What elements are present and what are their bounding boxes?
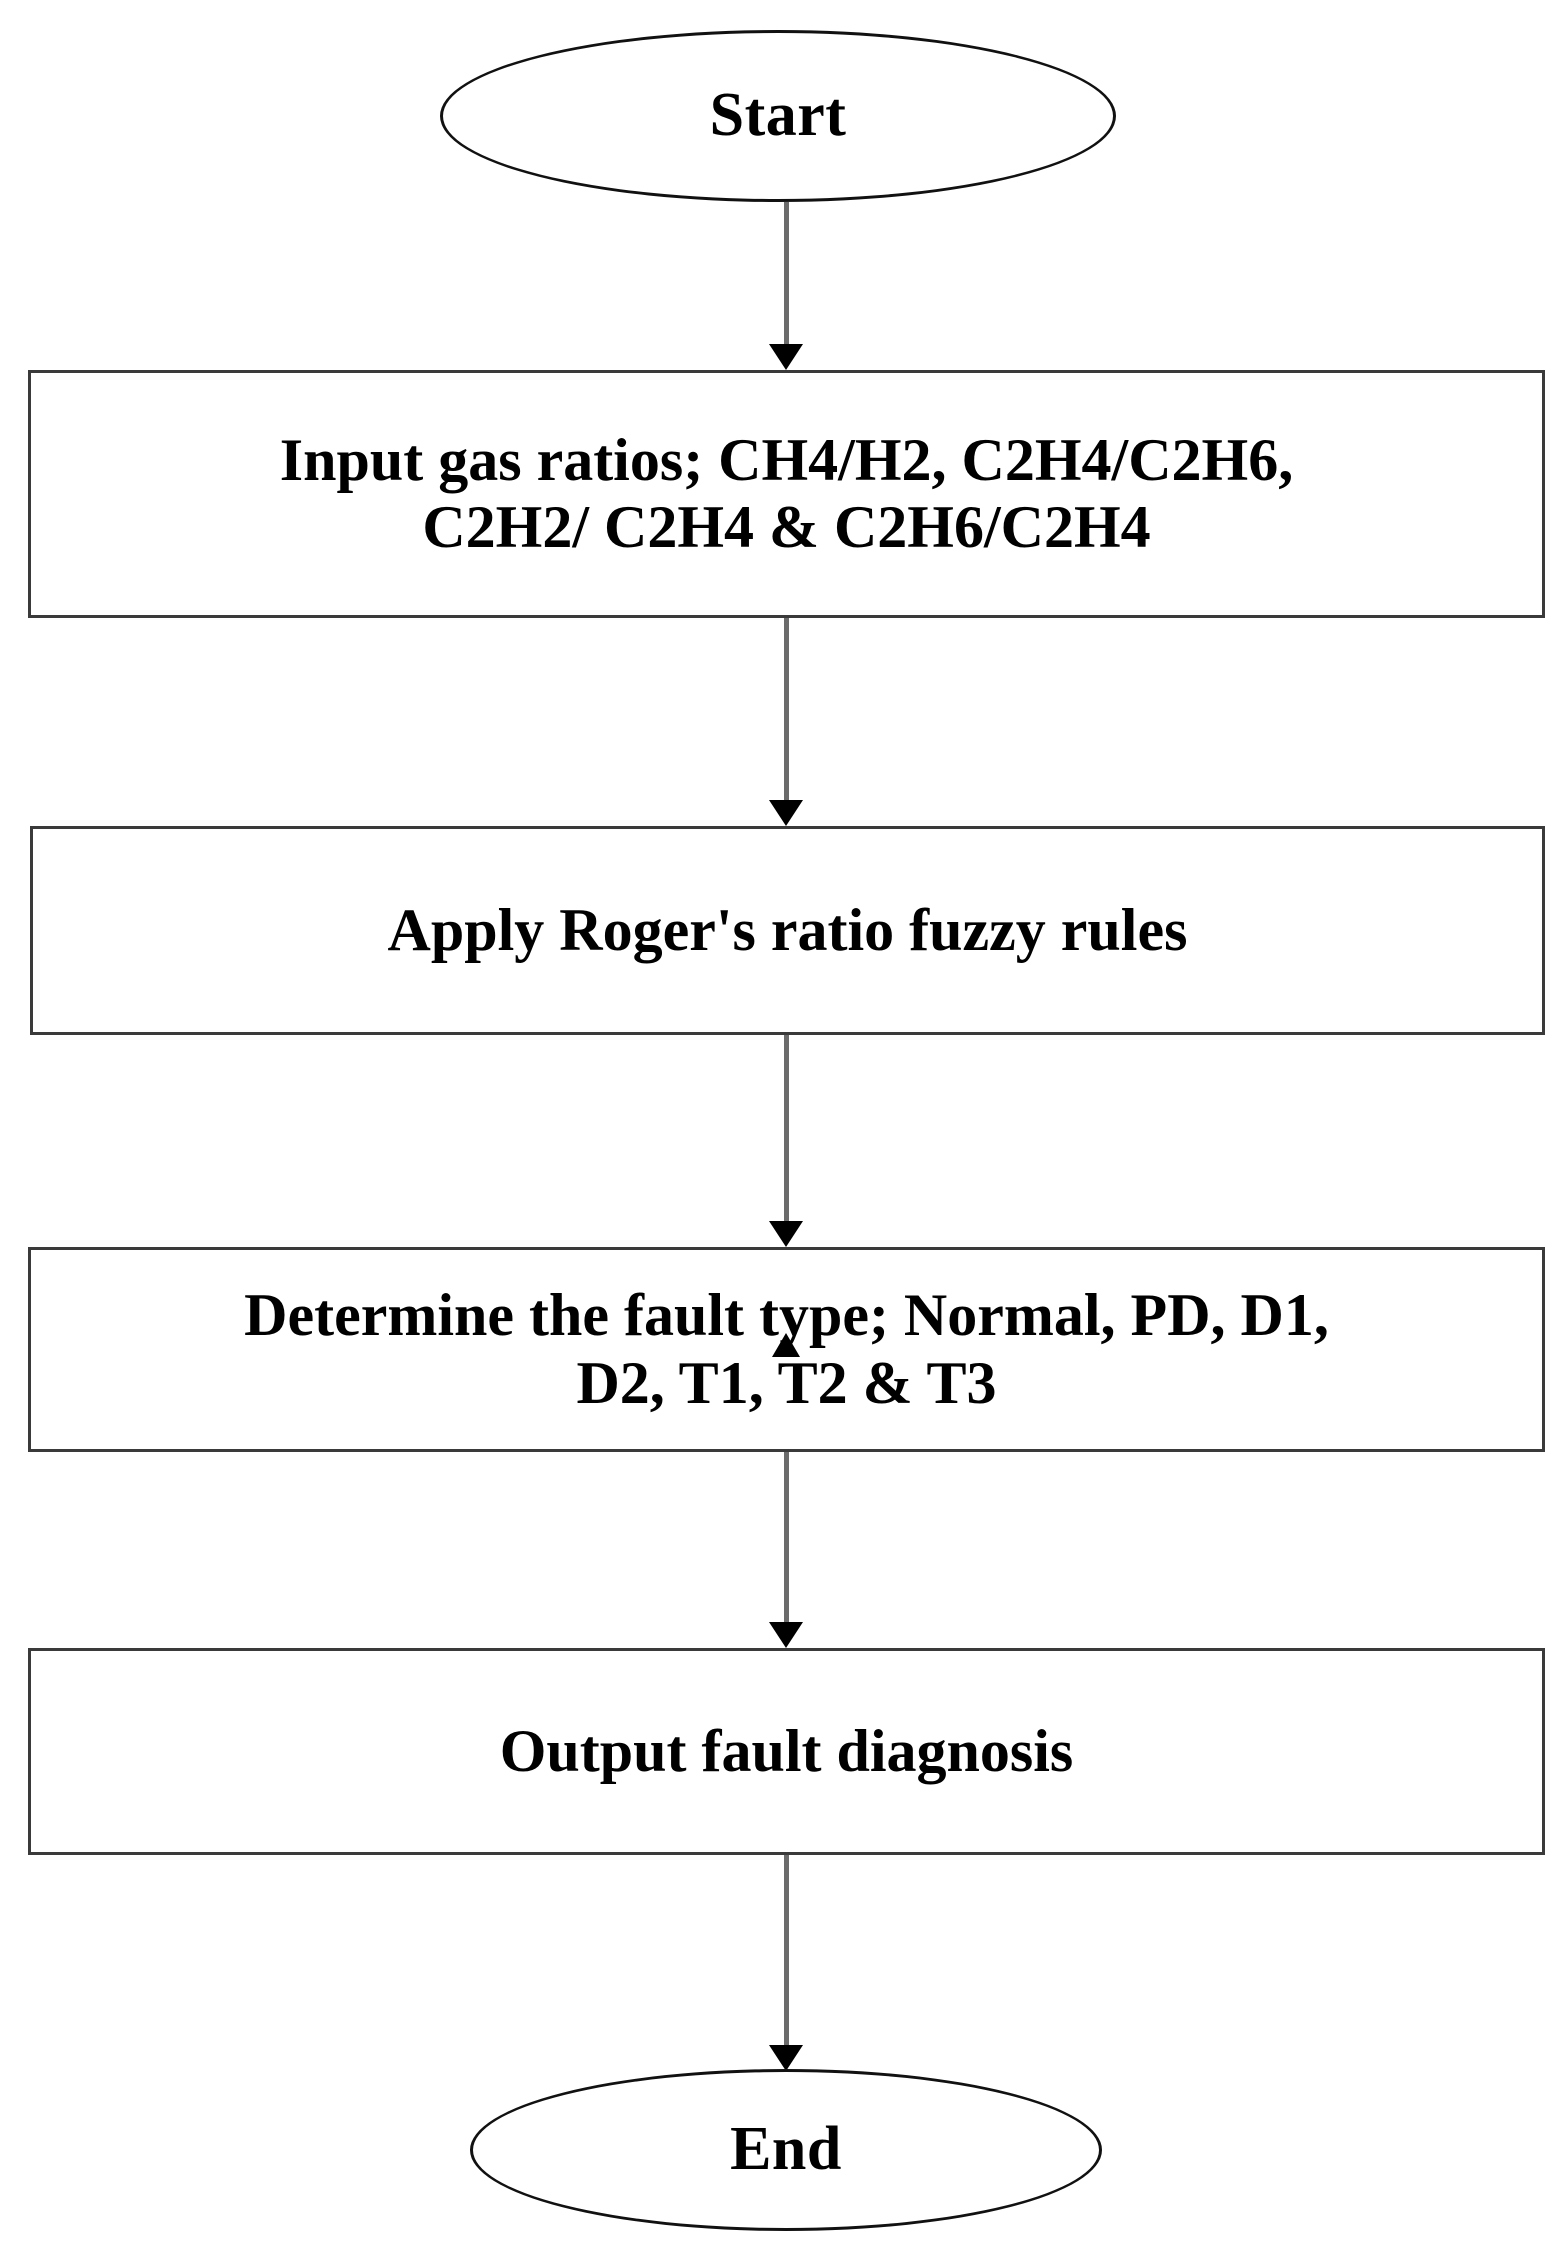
arrowhead-down-icon [769, 344, 803, 370]
node-end-label: End [730, 2115, 842, 2184]
edge-line [784, 618, 789, 802]
stray-arrowhead-up-icon [772, 1333, 800, 1357]
arrowhead-down-icon [769, 800, 803, 826]
node-start[interactable]: Start [440, 30, 1116, 202]
node-end[interactable]: End [470, 2069, 1102, 2231]
edge-line [784, 1855, 789, 2047]
node-output-fault-diagnosis[interactable]: Output fault diagnosis [28, 1648, 1545, 1855]
node-determine-fault-type-label: Determine the fault type; Normal, PD, D1… [244, 1282, 1329, 1416]
node-input-gas-ratios[interactable]: Input gas ratios; CH4/H2, C2H4/C2H6, C2H… [28, 370, 1545, 618]
node-apply-rogers-rules-label: Apply Roger's ratio fuzzy rules [387, 896, 1188, 963]
node-input-gas-ratios-label: Input gas ratios; CH4/H2, C2H4/C2H6, C2H… [279, 426, 1294, 560]
arrowhead-down-icon [769, 2045, 803, 2071]
node-apply-rogers-rules[interactable]: Apply Roger's ratio fuzzy rules [30, 826, 1545, 1035]
edge-line [784, 1035, 789, 1223]
node-determine-fault-type[interactable]: Determine the fault type; Normal, PD, D1… [28, 1247, 1545, 1452]
arrowhead-down-icon [769, 1221, 803, 1247]
edge-line [784, 1452, 789, 1624]
edge-line [784, 202, 789, 346]
arrowhead-down-icon [769, 1622, 803, 1648]
node-start-label: Start [709, 81, 847, 150]
node-output-fault-diagnosis-label: Output fault diagnosis [499, 1717, 1074, 1784]
